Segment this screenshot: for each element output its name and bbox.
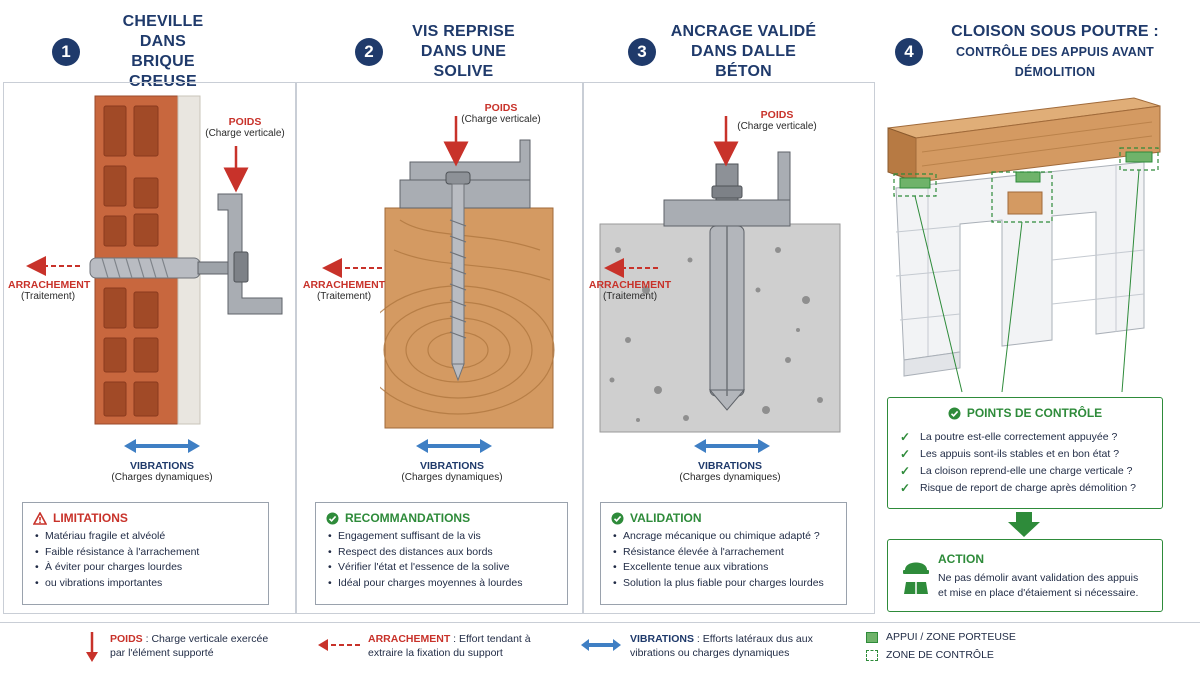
panel-2-vibration-arrow: [416, 439, 492, 453]
column-1-title: CHEVILLE DANS BRIQUE CREUSE: [122, 13, 204, 90]
panel-3-pull-label: ARRACHEMENT (Traitement): [588, 279, 672, 302]
check-icon: ✓: [900, 429, 911, 444]
step-number-3: 3: [628, 38, 656, 66]
checkpoints-box: POINTS DE CONTRÔLE ✓La poutre est-elle c…: [887, 397, 1163, 509]
panel-3-vibration-label: VIBRATIONS (Charges dynamiques): [679, 460, 781, 483]
limitations-title: LIMITATIONS: [33, 511, 258, 525]
list-item: Respect des distances aux bords: [326, 545, 557, 561]
check-icon: ✓: [900, 480, 911, 495]
checkpoints-list: ✓La poutre est-elle correctement appuyée…: [900, 429, 1150, 497]
beam-partition-illustration: [887, 97, 1161, 393]
list-item: Engagement suffisant de la vis: [326, 529, 557, 545]
hard-hat-icon: [903, 562, 929, 594]
warning-icon: [33, 511, 47, 525]
recommendations-list: Engagement suffisant de la vis Respect d…: [326, 529, 557, 591]
hollow-brick-illustration: [26, 95, 283, 425]
list-item: Solution la plus fiable pour charges lou…: [611, 576, 836, 592]
legend-zone: ZONE DE CONTRÔLE: [886, 649, 994, 661]
list-item: ✓Risque de report de charge après démoli…: [900, 480, 1136, 495]
legend-arrachement: ARRACHEMENT : Effort tendant à extraire …: [368, 633, 531, 659]
panel-1-pull-label: ARRACHEMENT (Traitement): [8, 279, 91, 302]
legend-appui: APPUI / ZONE PORTEUSE: [886, 631, 1016, 643]
list-item: À éviter pour charges lourdes: [33, 560, 258, 576]
list-item: Idéal pour charges moyennes à lourdes: [326, 576, 557, 592]
zone-swatch: [866, 650, 878, 661]
validation-list: Ancrage mécanique ou chimique adapté ? R…: [611, 529, 836, 591]
panel-2: [296, 82, 583, 614]
appui-swatch: [866, 632, 878, 643]
panel-2-weight-label: POIDS (Charge verticale): [461, 102, 541, 125]
concrete-anchor-illustration: [599, 116, 841, 433]
action-text: Ne pas démolir avant validation des appu…: [938, 572, 1139, 599]
list-item: Résistance élevée à l'arrachement: [611, 545, 836, 561]
checkpoints-title: POINTS DE CONTRÔLE: [900, 406, 1150, 423]
legend-bar: [0, 622, 1200, 674]
limitations-box: LIMITATIONS Matériau fragile et alvéolé …: [22, 502, 269, 605]
validation-box: VALIDATION Ancrage mécanique ou chimique…: [600, 502, 847, 605]
legend-vibrations: VIBRATIONS : Efforts latéraux dus aux vi…: [630, 633, 813, 659]
list-item: Excellente tenue aux vibrations: [611, 560, 836, 576]
panel-3-vibration-arrow: [694, 439, 770, 453]
vibration-legend-icon: [581, 639, 621, 651]
action-title: ACTION: [938, 552, 984, 566]
step-number-1: 1: [52, 38, 80, 66]
down-arrow-icon: [1008, 512, 1040, 537]
panel-1-vibration-label: VIBRATIONS (Charges dynamiques): [111, 460, 213, 483]
column-4-title: CLOISON SOUS POUTRE : CONTRÔLE DES APPUI…: [951, 23, 1159, 79]
pull-legend-icon: [318, 639, 360, 651]
column-2-header: 2 VIS REPRISE DANS UNE SOLIVE: [355, 23, 555, 80]
list-item: Vérifier l'état et l'essence de la soliv…: [326, 560, 557, 576]
list-item: Matériau fragile et alvéolé: [33, 529, 258, 545]
panel-1: [3, 82, 296, 614]
panel-3-pull-arrow: [604, 258, 658, 278]
check-icon: ✓: [900, 446, 911, 461]
column-4-header: 4 CLOISON SOUS POUTRE : CONTRÔLE DES APP…: [895, 23, 1195, 79]
check-circle-icon: [611, 512, 624, 524]
list-item: ✓La poutre est-elle correctement appuyée…: [900, 429, 1118, 444]
list-item: Ancrage mécanique ou chimique adapté ?: [611, 529, 836, 545]
panel-2-vibration-label: VIBRATIONS (Charges dynamiques): [401, 460, 503, 483]
panel-1-weight-label: POIDS (Charge verticale): [205, 116, 285, 139]
column-3-header: 3 ANCRAGE VALIDÉ DANS DALLE BÉTON: [628, 23, 828, 80]
step-number-4: 4: [895, 38, 923, 66]
list-item: ou vibrations importantes: [33, 576, 258, 592]
panel-2-pull-arrow: [322, 258, 382, 278]
recommendations-title: RECOMMANDATIONS: [326, 511, 557, 525]
action-box: ACTION Ne pas démolir avant validation d…: [887, 539, 1163, 612]
screw-joist-illustration: [380, 116, 555, 429]
column-1-header: 1 CHEVILLE DANS BRIQUE CREUSE: [52, 13, 252, 90]
panel-2-pull-label: ARRACHEMENT (Traitement): [302, 279, 386, 302]
column-2-title: VIS REPRISE DANS UNE SOLIVE: [412, 23, 515, 80]
panel-3-weight-label: POIDS (Charge verticale): [737, 109, 817, 132]
list-item: ✓La cloison reprend-elle une charge vert…: [900, 463, 1133, 478]
panel-3: [583, 82, 875, 614]
recommendations-box: RECOMMANDATIONS Engagement suffisant de …: [315, 502, 568, 605]
list-item: Faible résistance à l'arrachement: [33, 545, 258, 561]
list-item: ✓Les appuis sont-ils stables et en bon é…: [900, 446, 1120, 461]
validation-title: VALIDATION: [611, 511, 836, 525]
weight-legend-icon: [86, 632, 98, 662]
check-circle-icon: [948, 407, 961, 419]
check-icon: ✓: [900, 463, 911, 478]
step-number-2: 2: [355, 38, 383, 66]
check-circle-icon: [326, 512, 339, 524]
column-3-title: ANCRAGE VALIDÉ DANS DALLE BÉTON: [670, 23, 817, 80]
legend-poids: POIDS : Charge verticale exercée par l'é…: [110, 633, 269, 659]
limitations-list: Matériau fragile et alvéolé Faible résis…: [33, 529, 258, 591]
panel-1-vibration-arrow: [124, 439, 200, 453]
